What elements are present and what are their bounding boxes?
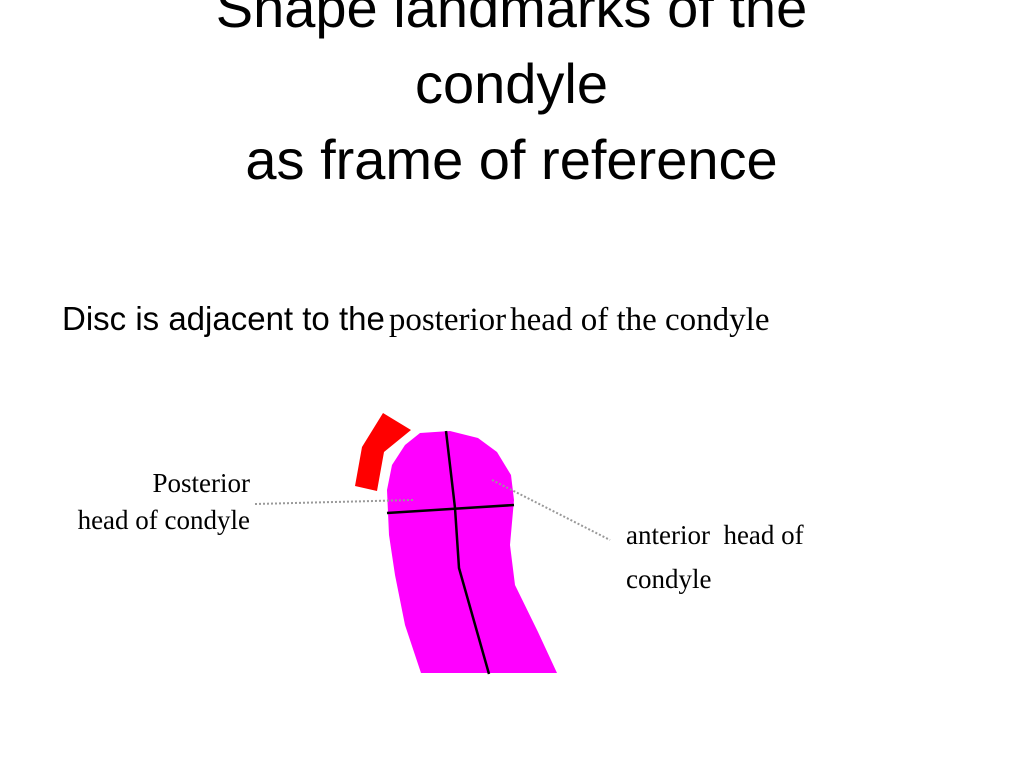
condyle-shape: [387, 431, 557, 673]
horizontal-axis-line: [386, 503, 515, 515]
title-line-2: condyle: [414, 52, 609, 115]
title-line-3: as frame of reference: [245, 128, 778, 191]
posterior-label-line-1: Posterior: [152, 468, 251, 498]
anterior-head-label: anterior head of condyle: [626, 513, 804, 601]
anterior-label-line-1: anterior head of: [626, 520, 804, 550]
vertical-axis-line: [444, 430, 491, 675]
anterior-label-line-2: condyle: [626, 564, 712, 594]
title-line-1: Shape landmarks of the: [215, 0, 808, 39]
posterior-label-line-2: head of condyle: [77, 505, 250, 535]
disc-shape: [355, 413, 411, 491]
subtitle-prefix: Disc is adjacent to the: [62, 300, 385, 337]
posterior-head-label: Posterior head of condyle: [78, 465, 250, 539]
slide-title: Shape landmarks of the condyle as frame …: [0, 0, 1023, 198]
slide-subtitle: Disc is adjacent to the posterior head o…: [62, 300, 769, 339]
subtitle-suffix: head of the condyle: [510, 302, 770, 338]
subtitle-word: posterior: [388, 302, 507, 338]
